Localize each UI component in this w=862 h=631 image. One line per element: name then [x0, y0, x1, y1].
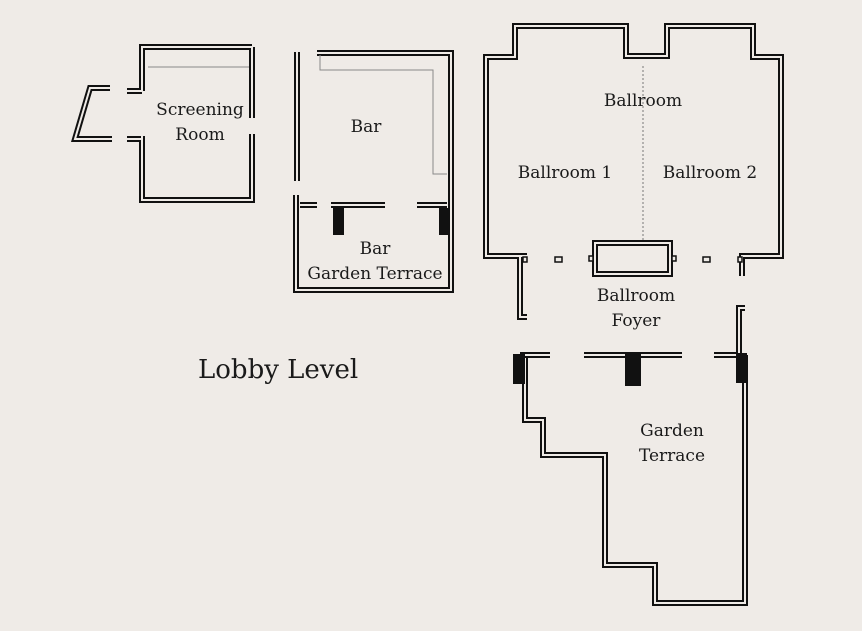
- foyer-center-frame: [592, 240, 673, 277]
- ballroom-label-text: Ballroom: [603, 91, 683, 111]
- bar-garden-terrace-label-line1: Bar: [359, 239, 391, 259]
- ballroom-1-label-text: Ballroom 1: [517, 163, 613, 183]
- garden-terrace-label-line1: Garden: [640, 421, 704, 441]
- garden-terrace-label[interactable]: Garden Terrace: [612, 419, 732, 469]
- ballroom-label[interactable]: Ballroom: [583, 89, 703, 114]
- foyer-column-6: [737, 256, 743, 263]
- ballroom-foyer-label-line2: Foyer: [611, 311, 661, 331]
- bar-pillar-right: [439, 208, 449, 235]
- garden-pillar-right: [736, 353, 747, 383]
- garden-pillar-left: [513, 354, 525, 384]
- bar-garden-terrace-label[interactable]: Bar Garden Terrace: [300, 237, 450, 287]
- ballroom-foyer-label-line1: Ballroom: [596, 286, 676, 306]
- ballroom-foyer-left: [517, 256, 527, 320]
- bar-label-text: Bar: [350, 117, 382, 137]
- screening-room-label-line1: Screening: [156, 100, 244, 120]
- bar-label[interactable]: Bar: [326, 115, 406, 140]
- garden-pillar-mid: [625, 354, 641, 386]
- garden-terrace-label-line2: Terrace: [638, 446, 706, 466]
- ballroom-foyer-label[interactable]: Ballroom Foyer: [576, 284, 696, 334]
- ballroom-2-label[interactable]: Ballroom 2: [650, 161, 770, 186]
- ballroom-outline: [483, 23, 784, 276]
- foyer-column-3: [522, 256, 528, 263]
- bar-garden-terrace-label-line2: Garden Terrace: [307, 264, 443, 284]
- screening-ramp: [70, 85, 142, 142]
- ballroom-1-label[interactable]: Ballroom 1: [505, 161, 625, 186]
- foyer-column-1: [554, 256, 563, 263]
- bar-counter-line: [319, 55, 447, 175]
- foyer-column-2: [702, 256, 711, 263]
- screening-wall-outer: [139, 44, 252, 91]
- screening-room-label-line2: Room: [175, 125, 225, 145]
- page-title: Lobby Level: [198, 355, 359, 385]
- ballroom-2-label-text: Ballroom 2: [662, 163, 758, 183]
- foyer-column-5: [671, 255, 677, 262]
- screening-room-label[interactable]: Screening Room: [150, 98, 250, 148]
- bar-pillar-left: [333, 208, 344, 235]
- foyer-column-4: [588, 255, 594, 262]
